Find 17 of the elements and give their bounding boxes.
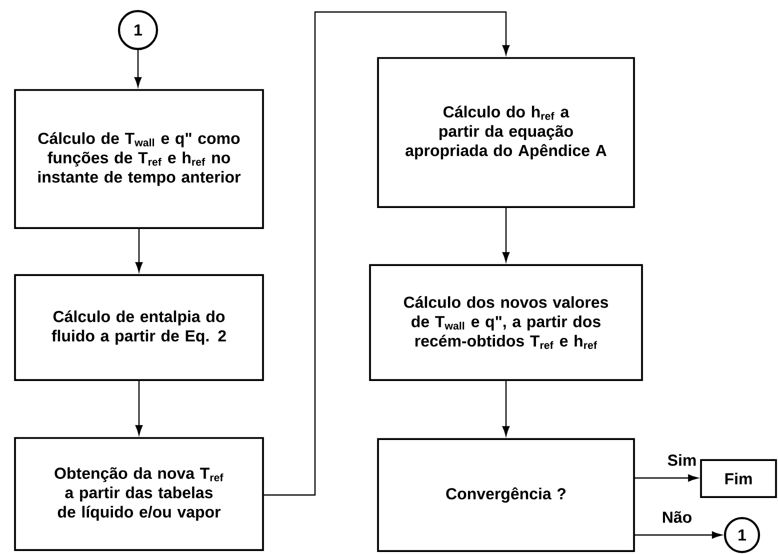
process-box: Cálculo de T$_{wall}$ e q" como funções de T$_{ref}$ e h$_{ref}$ no instante de tempo anterior bbox=[14, 89, 264, 229]
arrow bbox=[135, 228, 143, 272]
edge-label: Sim bbox=[666, 452, 698, 468]
process-box: Cálculo do h$_{ref}$ a partir da equação apropriada do Apêndice A bbox=[377, 57, 635, 208]
process-box: Cálculo dos novos valores de T$_{wall}$ e q", a partir dos recém-obtidos T$_{ref}$ e h$_{ref}$ bbox=[369, 264, 643, 381]
process-box: Cálculo de entalpia do fluido a partir de Eq. 2 bbox=[14, 274, 264, 381]
arrow bbox=[502, 380, 510, 436]
process-box: Obtenção da nova T$_{ref}$ a partir das tabelas de líquido e/ou vapor bbox=[14, 437, 264, 551]
arrow bbox=[634, 531, 722, 539]
arrow bbox=[634, 474, 698, 482]
process-box: Convergência ? bbox=[377, 438, 635, 552]
arrow bbox=[264, 11, 510, 496]
process-box: Fim bbox=[700, 459, 777, 498]
edge-label: Não bbox=[660, 510, 694, 524]
arrow bbox=[134, 50, 142, 87]
arrow bbox=[502, 208, 510, 262]
arrow bbox=[135, 380, 143, 435]
